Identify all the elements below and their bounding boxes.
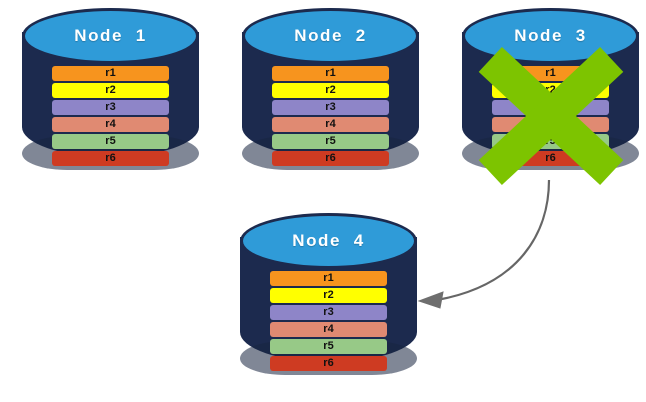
row-bar: r4 [270, 322, 387, 337]
row-list: r1 r2 r3 r4 r5 r6 [52, 66, 169, 168]
arrow-head [417, 291, 444, 309]
row-bar: r2 [492, 83, 609, 98]
row-bar: r5 [272, 134, 389, 149]
database-node-4[interactable]: Node 4 r1 r2 r3 r4 r5 r6 [240, 213, 417, 387]
row-bar: r6 [492, 151, 609, 166]
row-bar: r6 [272, 151, 389, 166]
database-node-1[interactable]: Node 1 r1 r2 r3 r4 r5 r6 [22, 8, 199, 182]
row-bar: r6 [52, 151, 169, 166]
node-title: Node 1 [74, 26, 147, 45]
row-bar: r4 [52, 117, 169, 132]
row-bar: r2 [52, 83, 169, 98]
row-bar: r1 [492, 66, 609, 81]
row-bar: r2 [270, 288, 387, 303]
row-bar: r6 [270, 356, 387, 371]
cylinder-top-ellipse [242, 8, 419, 64]
node-title: Node 4 [292, 231, 365, 250]
row-bar: r4 [492, 117, 609, 132]
row-bar: r5 [492, 134, 609, 149]
row-bar: r4 [272, 117, 389, 132]
node-title: Node 2 [294, 26, 367, 45]
arrow-path [436, 179, 551, 302]
cylinder-top-ellipse [22, 8, 199, 64]
node-title: Node 3 [514, 26, 587, 45]
database-node-3[interactable]: Node 3 r1 r2 r3 r4 r5 r6 [462, 8, 639, 186]
row-bar: r3 [270, 305, 387, 320]
cylinder-top-ellipse [240, 213, 417, 269]
row-bar: r5 [52, 134, 169, 149]
row-bar: r1 [52, 66, 169, 81]
database-node-2[interactable]: Node 2 r1 r2 r3 r4 r5 r6 [242, 8, 419, 182]
row-list: r1 r2 r3 r4 r5 r6 [270, 271, 387, 373]
row-bar: r1 [270, 271, 387, 286]
row-list: r1 r2 r3 r4 r5 r6 [272, 66, 389, 168]
row-bar: r1 [272, 66, 389, 81]
row-bar: r5 [270, 339, 387, 354]
row-list: r1 r2 r3 r4 r5 r6 [492, 66, 609, 168]
row-bar: r3 [52, 100, 169, 115]
row-bar: r3 [272, 100, 389, 115]
row-bar: r3 [492, 100, 609, 115]
row-bar: r2 [272, 83, 389, 98]
